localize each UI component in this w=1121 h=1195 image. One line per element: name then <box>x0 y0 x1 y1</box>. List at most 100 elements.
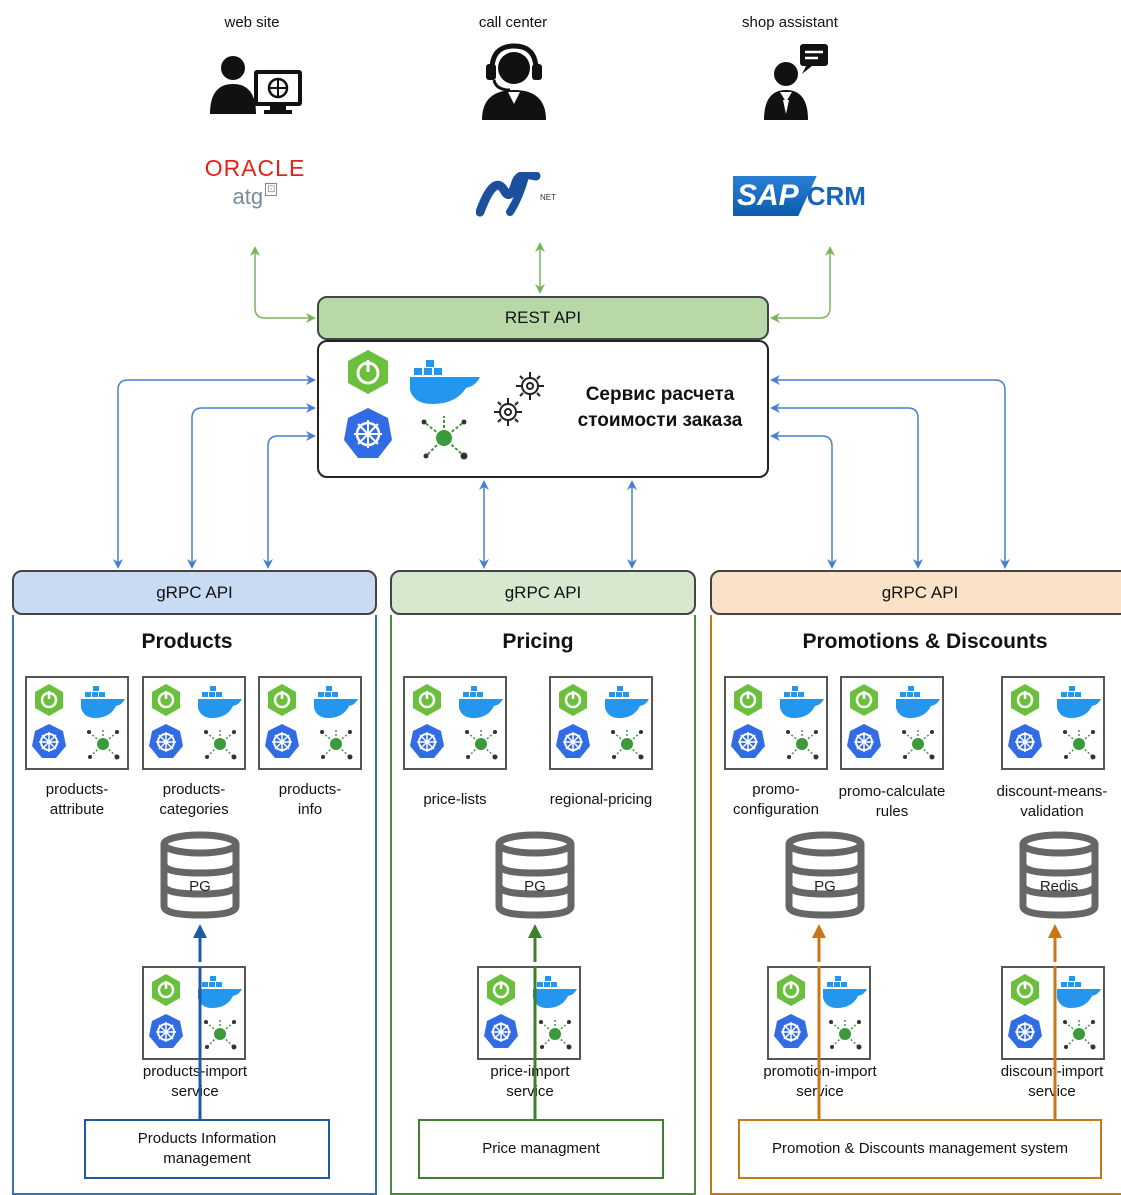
service-box-products-import <box>142 966 246 1060</box>
core-service-title: Сервис расчета стоимости заказа <box>555 382 765 434</box>
docker-icon <box>198 976 242 1008</box>
svg-text:NET: NET <box>540 193 556 202</box>
label-promo-configuration: promo- configuration <box>733 781 819 818</box>
discounts-redis-database-icon: Redis <box>1019 831 1099 919</box>
promotions-pg-database-icon: PG <box>785 831 865 919</box>
network-node-icon <box>539 1018 572 1050</box>
kubernetes-icon <box>774 1014 808 1048</box>
docker-icon <box>1057 686 1101 718</box>
core-tech-icons <box>344 350 480 460</box>
spring-boot-icon <box>1011 684 1039 716</box>
kubernetes-icon <box>32 724 66 758</box>
network-node-icon <box>1063 728 1096 760</box>
docker-icon <box>459 686 503 718</box>
user-computer-icon <box>210 56 302 114</box>
promotions-title: Promotions & Discounts <box>802 630 1048 653</box>
spring-boot-icon <box>268 684 296 716</box>
core-title-line-2: стоимости заказа <box>577 410 743 431</box>
kubernetes-icon <box>149 724 183 758</box>
sap-crm-logo: SAP CRM <box>733 174 866 218</box>
service-box-promotion-import <box>767 966 871 1060</box>
svg-text:PG: PG <box>524 878 546 895</box>
docker-icon <box>533 976 577 1008</box>
spring-boot-icon <box>559 684 587 716</box>
kubernetes-icon <box>1008 1014 1042 1048</box>
label-discount-means-validation: discount-means- validation <box>996 783 1108 820</box>
network-node-icon <box>786 728 819 760</box>
pricing-title: Pricing <box>502 630 574 653</box>
spring-boot-icon <box>1011 974 1039 1006</box>
products-pg-database-icon: PG <box>160 831 240 919</box>
network-node-icon <box>320 728 353 760</box>
docker-icon <box>81 686 125 718</box>
label-price-import-service: price-import service <box>490 1063 570 1100</box>
promotions-grpc-api: gRPC API <box>710 570 1121 615</box>
client-label-web-site: web site <box>224 14 280 31</box>
label-products-categories: products- categories <box>159 781 229 818</box>
docker-icon <box>780 686 824 718</box>
docker-icon <box>896 686 940 718</box>
spring-boot-icon <box>152 974 180 1006</box>
network-node-icon <box>1063 1018 1096 1050</box>
docker-icon <box>823 976 867 1008</box>
client-label-shop-assistant: shop assistant <box>742 14 838 31</box>
service-box-products-info <box>258 676 362 770</box>
svg-text:PG: PG <box>814 878 836 895</box>
promotion-discounts-management-system: Promotion & Discounts management system <box>738 1119 1102 1179</box>
spring-boot-icon <box>348 350 388 394</box>
service-box-discount-means-validation <box>1001 676 1105 770</box>
sap-logo-badge: SAP <box>733 176 817 216</box>
network-node-icon <box>902 728 935 760</box>
docker-icon <box>410 360 480 404</box>
service-box-products-categories <box>142 676 246 770</box>
kubernetes-icon <box>149 1014 183 1048</box>
crm-logo-text: CRM <box>806 180 866 211</box>
service-box-regional-pricing <box>549 676 653 770</box>
label-price-lists: price-lists <box>423 791 487 808</box>
products-grpc-api: gRPC API <box>12 570 377 615</box>
svg-text:Redis: Redis <box>1040 878 1078 895</box>
network-node-icon <box>87 728 120 760</box>
docker-icon <box>314 686 358 718</box>
docker-icon <box>1057 976 1101 1008</box>
headset-operator-icon <box>482 43 546 120</box>
spring-boot-icon <box>152 684 180 716</box>
kubernetes-icon <box>410 724 444 758</box>
kubernetes-icon <box>731 724 765 758</box>
label-promo-calculate-rules: promo-calculate rules <box>838 783 946 820</box>
spring-boot-icon <box>487 974 515 1006</box>
spring-boot-icon <box>413 684 441 716</box>
service-box-products-attribute <box>25 676 129 770</box>
dotnet-logo: NET <box>476 172 556 217</box>
label-products-import-service: products-import service <box>142 1063 248 1100</box>
order-pricing-service-box <box>317 340 769 478</box>
kubernetes-icon <box>344 408 392 458</box>
docker-icon <box>198 686 242 718</box>
label-discount-import-service: discount-import service <box>1000 1063 1104 1100</box>
label-promotion-import-service: promotion-import service <box>763 1063 877 1100</box>
network-node-icon <box>829 1018 862 1050</box>
atg-logo-text: atg⊡ <box>232 183 278 209</box>
pricing-grpc-api: gRPC API <box>390 570 696 615</box>
pricing-pg-database-icon: PG <box>495 831 575 919</box>
network-node-icon <box>611 728 644 760</box>
svg-text:PG: PG <box>189 878 211 895</box>
network-node-icon <box>421 416 468 460</box>
service-box-discount-import <box>1001 966 1105 1060</box>
kubernetes-icon <box>556 724 590 758</box>
products-title: Products <box>141 630 233 653</box>
network-node-icon <box>465 728 498 760</box>
kubernetes-icon <box>847 724 881 758</box>
oracle-atg-logo: ORACLE atg⊡ <box>190 155 320 210</box>
spring-boot-icon <box>734 684 762 716</box>
kubernetes-icon <box>484 1014 518 1048</box>
service-box-price-lists <box>403 676 507 770</box>
core-title-line-1: Сервис расчета <box>585 384 735 405</box>
network-node-icon <box>204 1018 237 1050</box>
price-management: Price managment <box>418 1119 664 1179</box>
assistant-chat-icon <box>764 44 828 120</box>
oracle-logo-text: ORACLE <box>204 155 306 181</box>
products-information-management: Products Information management <box>84 1119 330 1179</box>
label-products-info: products- info <box>278 781 342 818</box>
spring-boot-icon <box>777 974 805 1006</box>
